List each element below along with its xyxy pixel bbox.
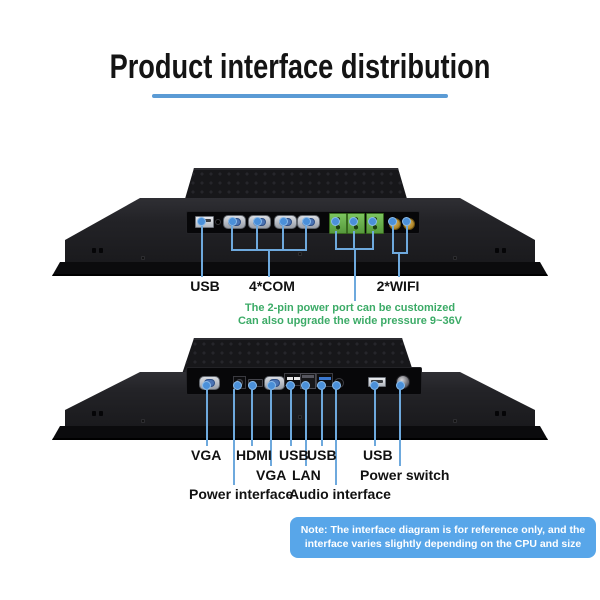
label-power-switch: Power switch: [360, 467, 450, 483]
port-marker: [402, 217, 411, 226]
port-marker: [331, 217, 340, 226]
port-marker: [302, 217, 311, 226]
callout-line: [256, 226, 258, 251]
callout-line: [206, 389, 208, 446]
callout-line: [305, 389, 307, 466]
screw: [453, 419, 457, 423]
callout-line: [335, 389, 337, 485]
callout-line: [251, 389, 253, 446]
callout-line: [231, 226, 233, 251]
label-usb: USB: [307, 447, 337, 463]
front-bezel-edge: [52, 262, 548, 276]
vent-hole: [92, 411, 96, 416]
screw: [141, 256, 145, 260]
callout-line: [290, 389, 292, 446]
vent-hole: [99, 248, 103, 253]
callout-bracket: [231, 249, 307, 251]
green-note-line2: Can also upgrade the wide pressure 9~36V: [237, 315, 463, 327]
label-wifi: 2*WIFI: [376, 278, 420, 294]
front-bezel-edge: [52, 426, 548, 440]
label-vga: VGA: [191, 447, 222, 463]
page-title: Product interface distribution: [109, 48, 491, 86]
callout-line: [270, 389, 272, 466]
port-marker: [233, 381, 242, 390]
screw: [141, 419, 145, 423]
callout-line: [268, 251, 270, 277]
label-power-interface: Power interface: [189, 486, 294, 502]
label-usb: USB: [279, 447, 309, 463]
vent-hole: [502, 411, 506, 416]
label-lan: LAN: [292, 467, 321, 483]
vent-hole: [92, 248, 96, 253]
note-line2: interface varies slightly depending on t…: [304, 537, 582, 550]
callout-bracket: [392, 252, 408, 254]
callout-line: [354, 250, 356, 301]
title-underline: [152, 94, 448, 98]
label-usb: USB: [190, 278, 220, 294]
callout-line: [233, 389, 235, 485]
port-marker: [368, 217, 377, 226]
label-vga2: VGA: [256, 467, 287, 483]
port-marker: [228, 217, 237, 226]
label-audio-interface: Audio interface: [289, 486, 391, 502]
callout-line: [305, 226, 307, 251]
port-marker: [279, 217, 288, 226]
port-marker: [197, 217, 206, 226]
mic-hole: [215, 219, 221, 225]
callout-line: [201, 226, 203, 277]
callout-line: [372, 231, 374, 250]
port-marker: [253, 217, 262, 226]
vent-hole: [502, 248, 506, 253]
vent-hole: [495, 411, 499, 416]
callout-line: [282, 226, 284, 251]
callout-line: [335, 231, 337, 250]
callout-line: [321, 389, 323, 446]
callout-line: [374, 389, 376, 446]
port-marker: [349, 217, 358, 226]
port-marker: [388, 217, 397, 226]
note-line1: Note: The interface diagram is for refer…: [300, 524, 586, 536]
callout-line: [392, 226, 394, 254]
screw: [298, 415, 302, 419]
screw: [298, 252, 302, 256]
green-note-line1: The 2-pin power port can be customized: [244, 302, 456, 314]
callout-line: [406, 226, 408, 254]
callout-line: [398, 254, 400, 277]
label-usb: USB: [363, 447, 393, 463]
label-hdmi: HDMI: [236, 447, 272, 463]
label-com: 4*COM: [249, 278, 295, 294]
vent-hole: [495, 248, 499, 253]
callout-line: [353, 231, 355, 250]
callout-bracket: [335, 248, 374, 250]
note-box: Note: The interface diagram is for refer…: [290, 517, 596, 558]
vent-hole: [99, 411, 103, 416]
screw: [453, 256, 457, 260]
callout-line: [399, 389, 401, 466]
